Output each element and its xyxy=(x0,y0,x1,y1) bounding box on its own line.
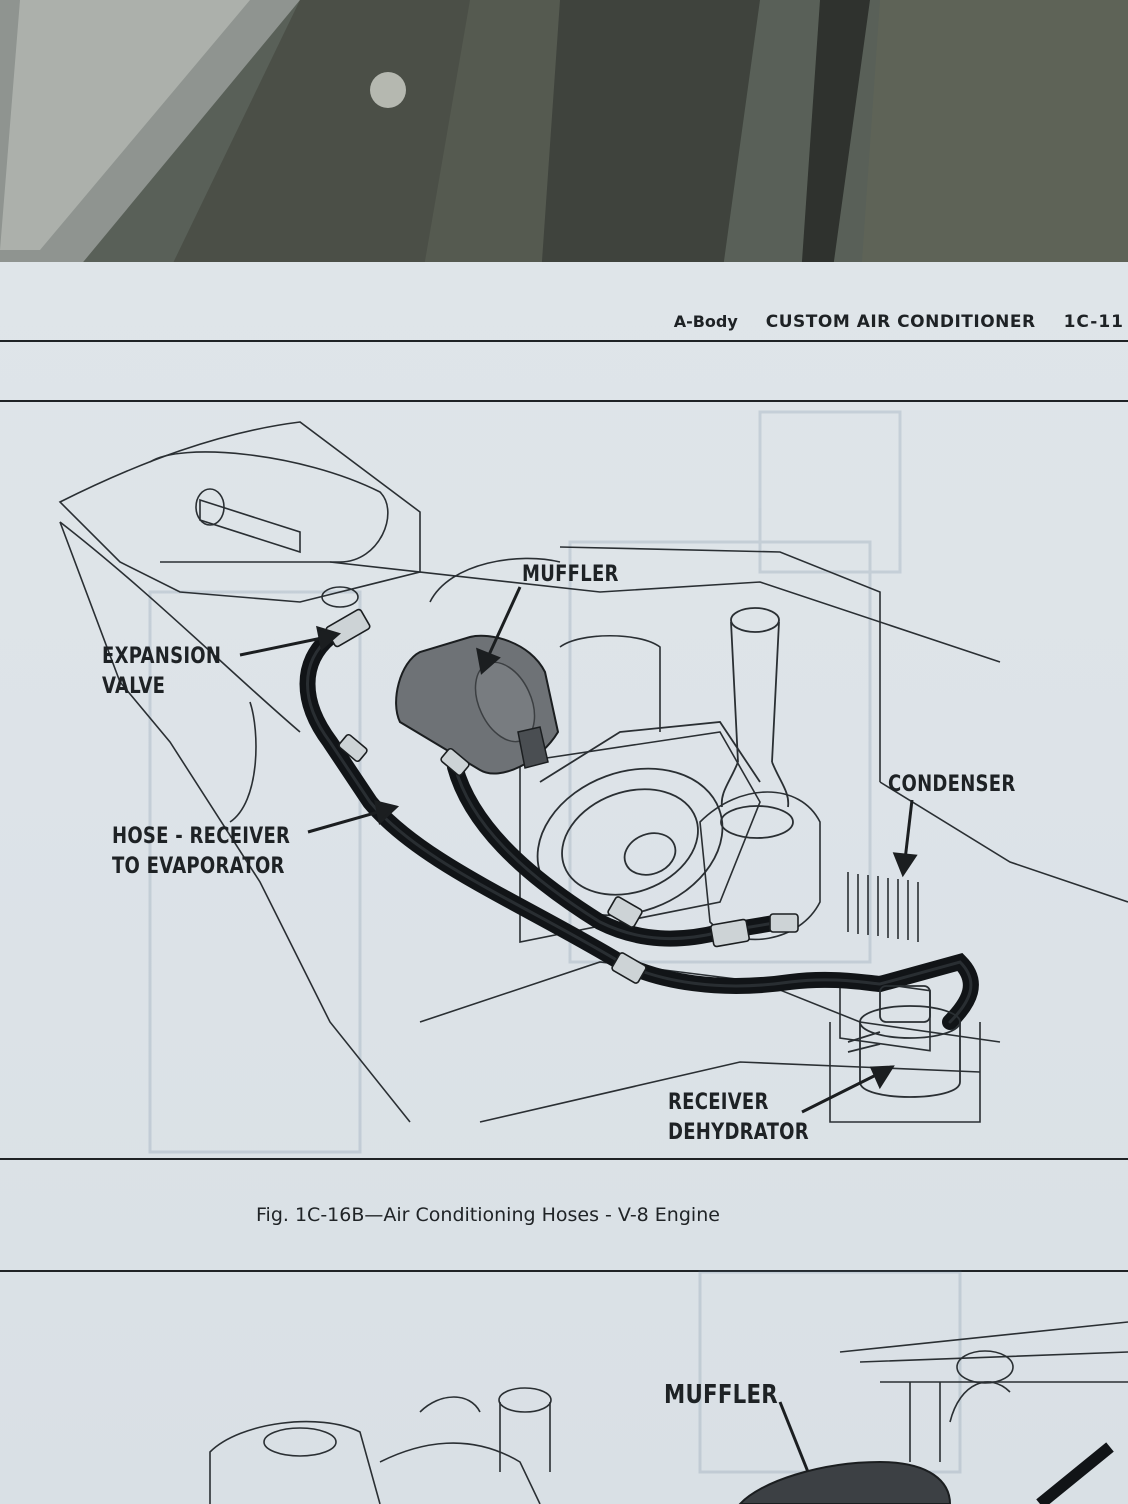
engine-illustration xyxy=(58,410,1128,1504)
next-figure-illustration xyxy=(209,1321,1128,1504)
expansion-valve-label-line1: EXPANSION xyxy=(102,644,222,669)
header-section: A-Body xyxy=(673,312,738,331)
muffler-body xyxy=(395,634,560,775)
next-figure-muffler xyxy=(738,1442,1114,1504)
receiver-dehydrator-label: RECEIVER DEHYDRATOR xyxy=(668,1088,809,1148)
header-title: CUSTOM AIR CONDITIONER xyxy=(765,312,1036,332)
expansion-valve-label-line2: VALVE xyxy=(102,674,166,699)
filler-tube xyxy=(720,607,794,839)
condenser-label: CONDENSER xyxy=(888,772,1016,797)
manual-page: A-Body CUSTOM AIR CONDITIONER 1C-11 xyxy=(0,262,1128,1504)
header-page-number: 1C-11 xyxy=(1063,312,1124,332)
figure-caption: Fig. 1C-16B—Air Conditioning Hoses - V-8… xyxy=(256,1204,720,1226)
hose-label: HOSE - RECEIVER TO EVAPORATOR xyxy=(112,822,290,882)
next-figure-muffler-label: MUFFLER xyxy=(664,1380,778,1410)
hose-label-line1: HOSE - RECEIVER xyxy=(112,824,291,849)
muffler-label: MUFFLER xyxy=(522,562,619,587)
surface-photo xyxy=(0,0,1128,290)
header-rule xyxy=(0,340,1128,342)
next-figure-rule xyxy=(0,1270,1128,1272)
receiver-dehydrator xyxy=(847,985,961,1098)
receiver-dehydrator-label-line2: DEHYDRATOR xyxy=(668,1120,809,1145)
figure-top-rule xyxy=(0,400,1128,402)
page-header: A-Body CUSTOM AIR CONDITIONER 1C-11 xyxy=(674,312,1124,342)
engine-outline xyxy=(58,421,1128,1123)
leader-arrows xyxy=(239,586,918,1502)
hose-label-line2: TO EVAPORATOR xyxy=(112,854,285,879)
hose-fittings xyxy=(325,608,799,984)
background-surface xyxy=(0,0,1128,290)
expansion-valve-label: EXPANSION VALVE xyxy=(102,642,221,702)
receiver-dehydrator-label-line1: RECEIVER xyxy=(668,1090,769,1115)
figure-bottom-rule xyxy=(0,1158,1128,1160)
expansion-valve xyxy=(195,488,359,608)
